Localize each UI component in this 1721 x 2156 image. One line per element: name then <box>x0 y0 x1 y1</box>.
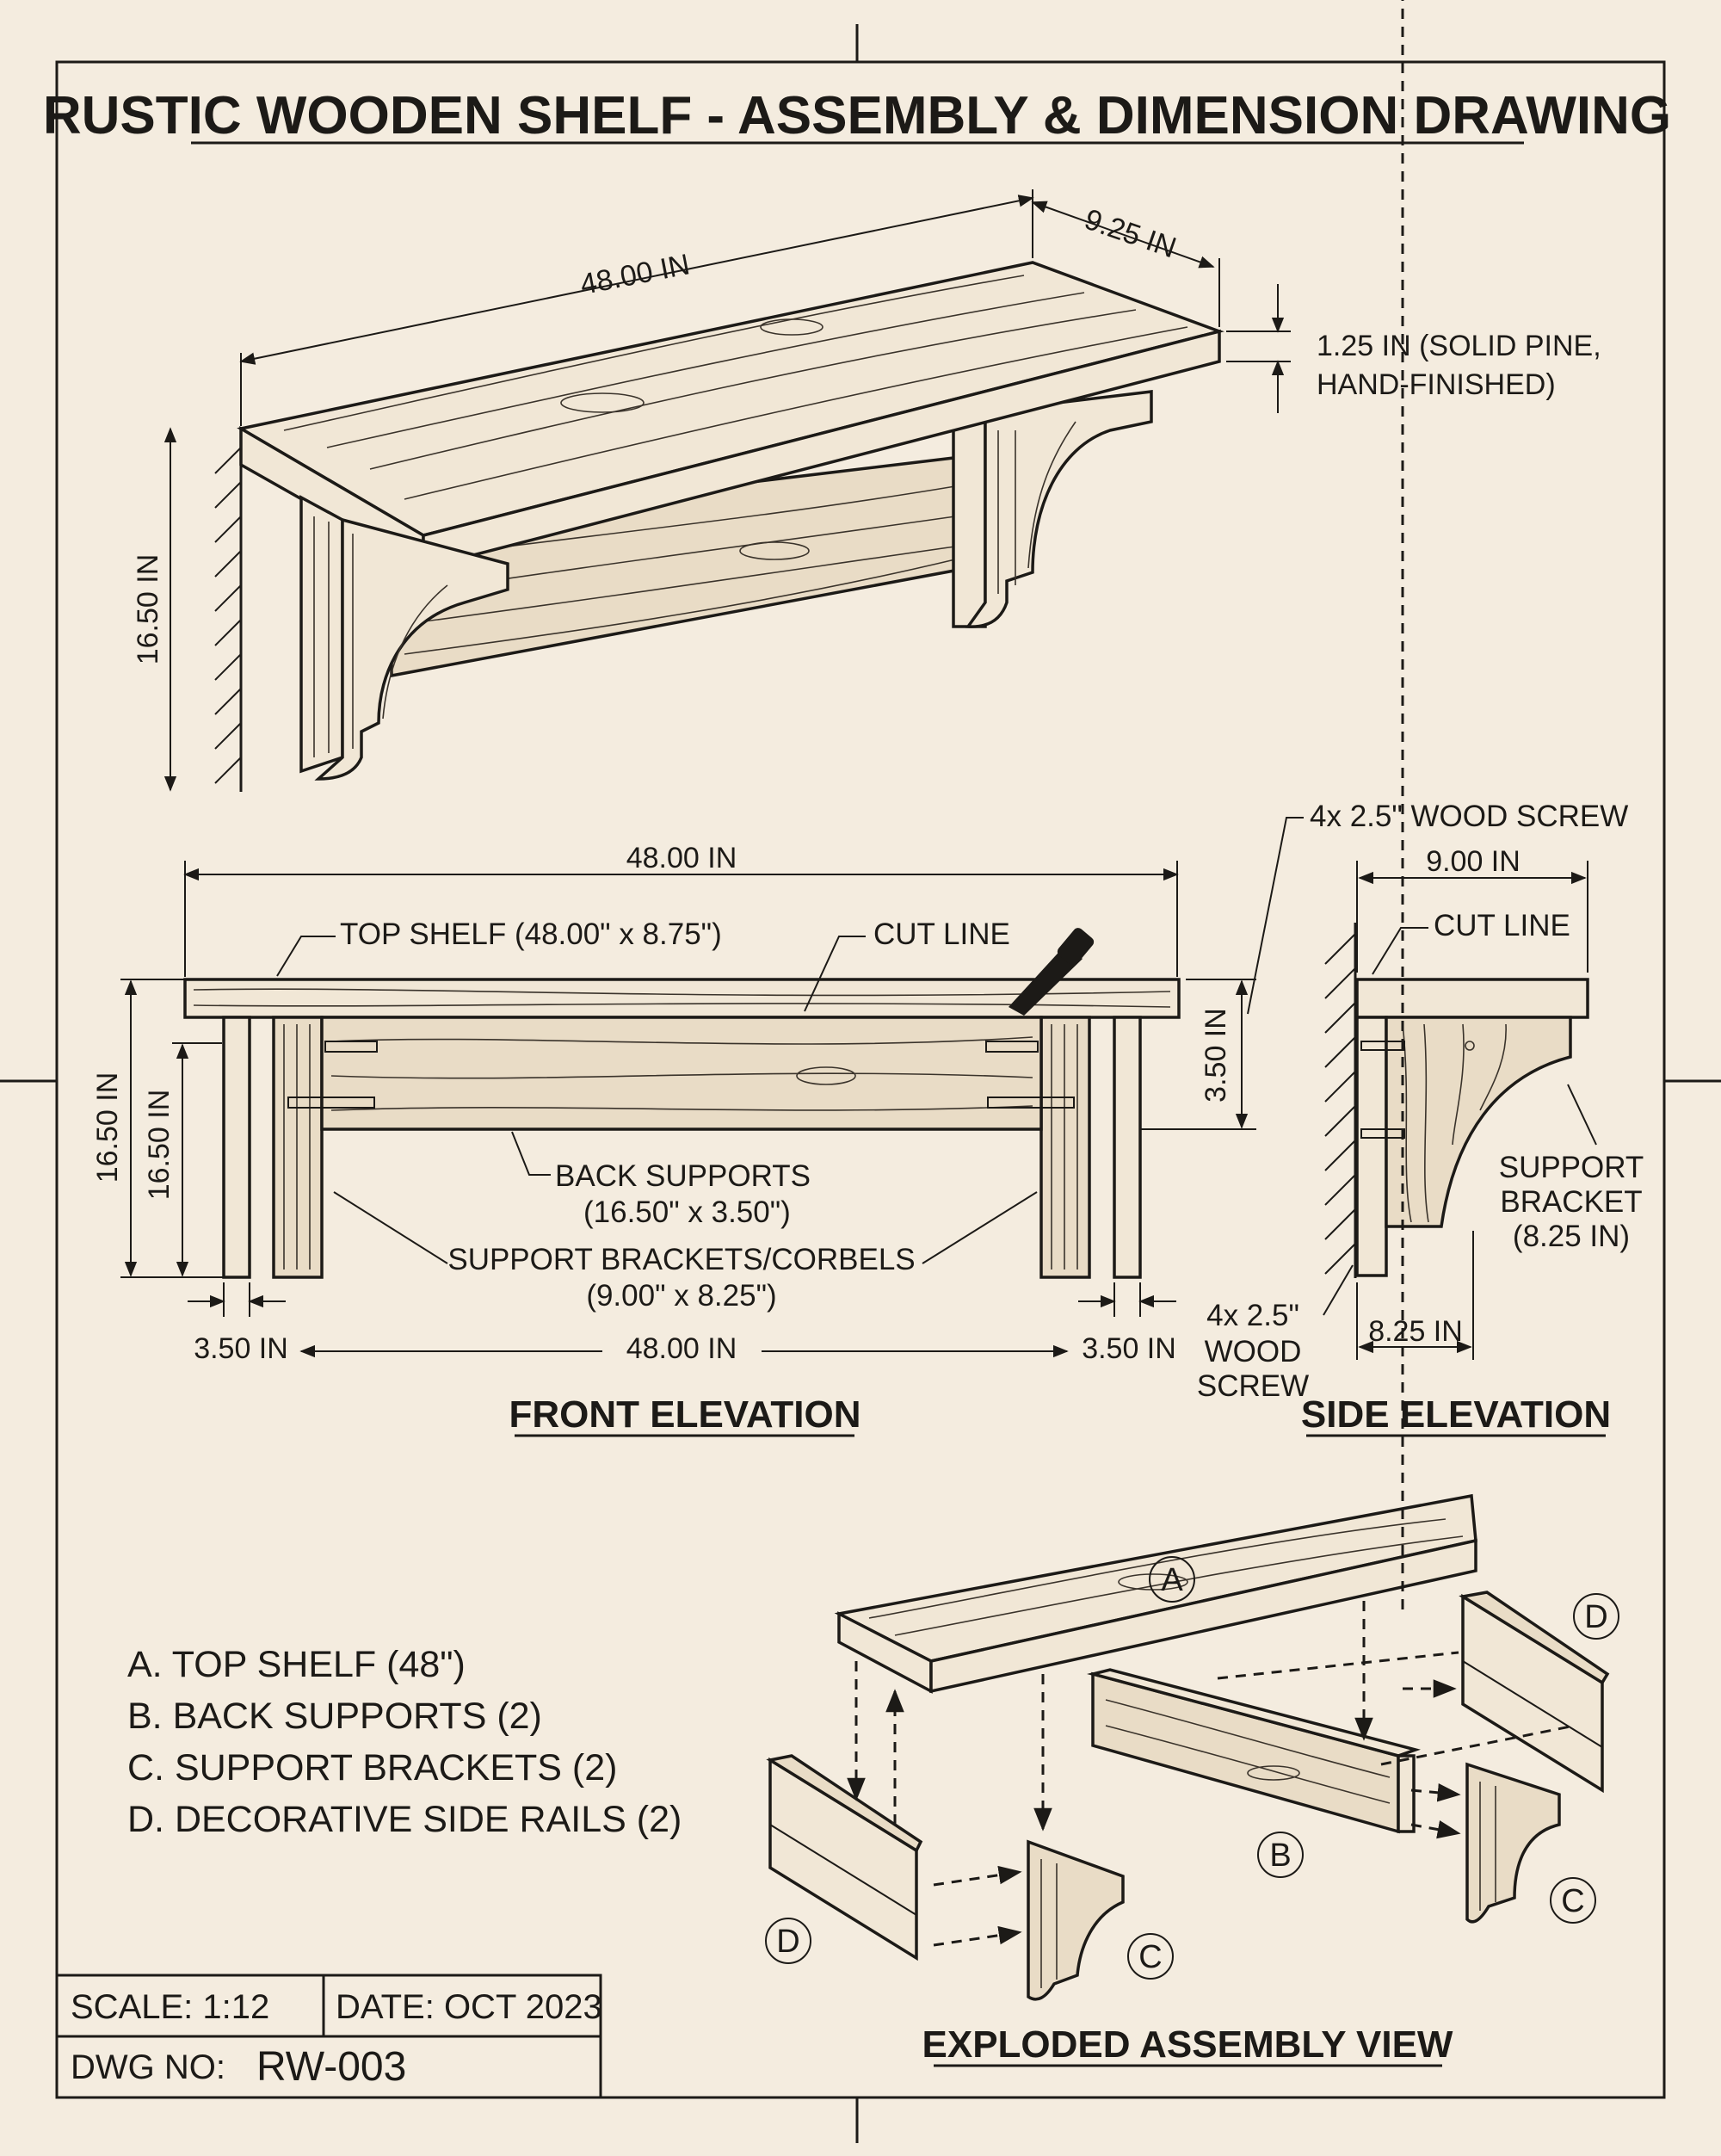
page-title: RUSTIC WOODEN SHELF - ASSEMBLY & DIMENSI… <box>43 86 1671 145</box>
front-overall-width-label: 48.00 IN <box>626 842 737 874</box>
side-screw-top-label: 4x 2.5" WOOD SCREW <box>1310 800 1628 833</box>
side-screw-bottom-label-1: 4x 2.5" <box>1206 1299 1299 1332</box>
front-inner-height-label: 16.50 IN <box>143 1090 176 1201</box>
sheet-border <box>0 24 1721 2143</box>
side-elevation-heading: SIDE ELEVATION <box>1301 1393 1611 1436</box>
parts-list-item: A. TOP SHELF (48") <box>127 1644 466 1685</box>
side-bracket-label-2: BRACKET <box>1500 1185 1642 1219</box>
exploded-assembly-view: A B C C D D EXPLODED ASSEMBLY VIEW <box>765 0 1619 2067</box>
iso-thickness-label-1: 1.25 IN (SOLID PINE, <box>1317 330 1601 362</box>
iso-thickness-label-2: HAND-FINISHED) <box>1317 368 1556 401</box>
side-bracket-label-3: (8.25 IN) <box>1513 1220 1630 1253</box>
exploded-label-b: B <box>1269 1838 1291 1874</box>
iso-depth-label: 9.25 IN <box>1081 203 1181 265</box>
wall-hatch <box>214 435 243 792</box>
front-outer-height-label: 16.50 IN <box>91 1072 124 1183</box>
title-block-dwg-number: RW-003 <box>256 2044 406 2090</box>
side-depth-label: 9.00 IN <box>1426 845 1521 878</box>
exploded-label-c-right: C <box>1561 1883 1584 1919</box>
side-bracket-label-1: SUPPORT <box>1499 1151 1644 1184</box>
title-block-scale: SCALE: 1:12 <box>71 1988 269 2026</box>
exploded-label-d-left: D <box>776 1924 799 1960</box>
side-screw-bottom-label-2: WOOD <box>1205 1335 1302 1368</box>
parts-list-item: D. DECORATIVE SIDE RAILS (2) <box>127 1799 682 1840</box>
parts-list-item: B. BACK SUPPORTS (2) <box>127 1696 542 1737</box>
side-screw-bottom-label-3: SCREW <box>1197 1369 1309 1403</box>
iso-length-label: 48.00 IN <box>577 248 692 301</box>
parts-list: A. TOP SHELF (48") B. BACK SUPPORTS (2) … <box>127 1644 682 1840</box>
front-elevation-view: 48.00 IN TOP SHELF (48.00" x 8.75") <box>91 842 1256 1437</box>
front-left-offset-label: 3.50 IN <box>194 1332 288 1365</box>
front-top-shelf-label: TOP SHELF (48.00" x 8.75") <box>340 917 722 951</box>
isometric-shelf-view: 48.00 IN 9.25 IN 1.25 IN (SOLID PINE, HA… <box>132 189 1601 792</box>
saw-icon <box>1009 928 1095 1016</box>
title-block-date: DATE: OCT 2023 <box>336 1988 602 2026</box>
side-bracket-depth-label: 8.25 IN <box>1368 1315 1463 1348</box>
iso-height-label: 16.50 IN <box>132 554 164 665</box>
parts-list-item: C. SUPPORT BRACKETS (2) <box>127 1747 617 1788</box>
assembly-guide-lines <box>847 0 1576 1947</box>
front-screws <box>287 1041 1075 1109</box>
exploded-view-heading: EXPLODED ASSEMBLY VIEW <box>922 2023 1453 2066</box>
side-cut-line-label: CUT LINE <box>1434 909 1570 942</box>
front-back-supports-dims: (16.50" x 3.50") <box>583 1195 791 1229</box>
title-block-dwg-label: DWG NO: <box>71 2048 225 2086</box>
front-elevation-heading: FRONT ELEVATION <box>509 1393 860 1436</box>
exploded-label-d-right: D <box>1584 1599 1607 1635</box>
front-brackets-label: SUPPORT BRACKETS/CORBELS <box>447 1243 915 1276</box>
exploded-label-c-left: C <box>1138 1939 1162 1975</box>
front-cut-line-label: CUT LINE <box>873 917 1010 951</box>
exploded-label-a: A <box>1161 1562 1183 1598</box>
front-right-offset-label: 3.50 IN <box>1082 1332 1176 1365</box>
side-elevation-view: 9.00 IN CUT LINE 4x 2.5" WOOD SCREW SUPP… <box>1197 800 1644 1437</box>
front-inner-width-label: 48.00 IN <box>626 1332 737 1365</box>
front-rail-height-label: 3.50 IN <box>1200 1008 1232 1103</box>
title-block: SCALE: 1:12 DATE: OCT 2023 DWG NO: RW-00… <box>55 1974 602 2099</box>
front-brackets-dims: (9.00" x 8.25") <box>586 1279 776 1313</box>
front-back-supports-label: BACK SUPPORTS <box>555 1159 811 1193</box>
